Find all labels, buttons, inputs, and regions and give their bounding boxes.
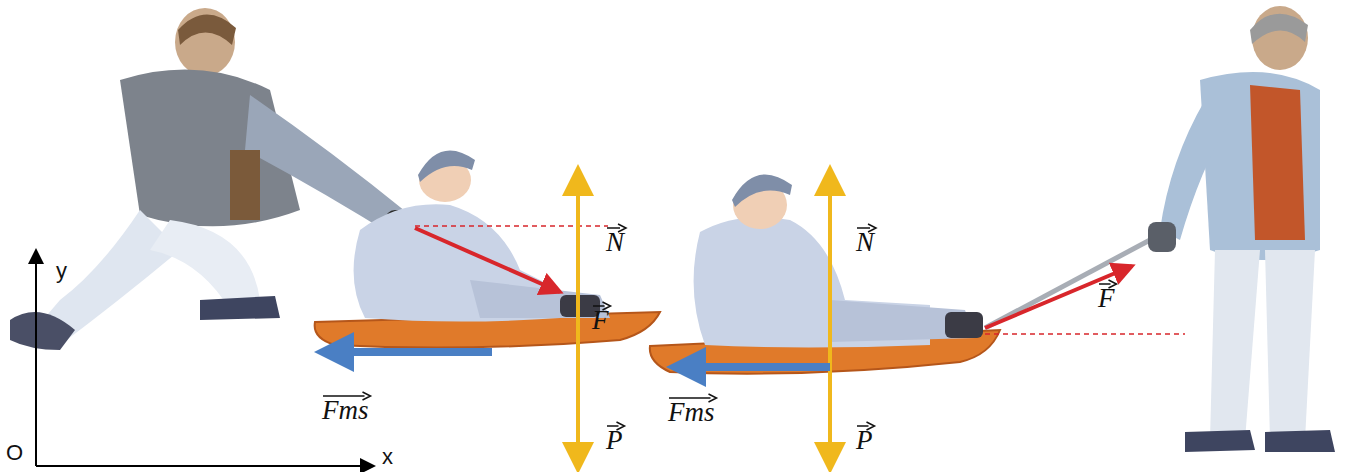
force-vectors (322, 172, 608, 466)
child-on-sled (650, 174, 1000, 373)
force-label: P (606, 420, 623, 461)
coordinate-axes (36, 252, 372, 466)
force-vectors (674, 172, 1185, 466)
force-label: P (856, 420, 873, 461)
force-label: Fms (322, 390, 369, 431)
axis-label: y (56, 254, 67, 287)
child-on-sled (315, 150, 660, 347)
force-label: N (606, 222, 624, 263)
axis-label: O (6, 436, 23, 469)
force-label: F (592, 300, 609, 341)
axis-label: x (382, 440, 393, 472)
man-pulling (985, 6, 1335, 452)
force-label: Fms (668, 392, 715, 433)
force-label: F (1098, 278, 1115, 319)
force-label: N (856, 222, 874, 263)
